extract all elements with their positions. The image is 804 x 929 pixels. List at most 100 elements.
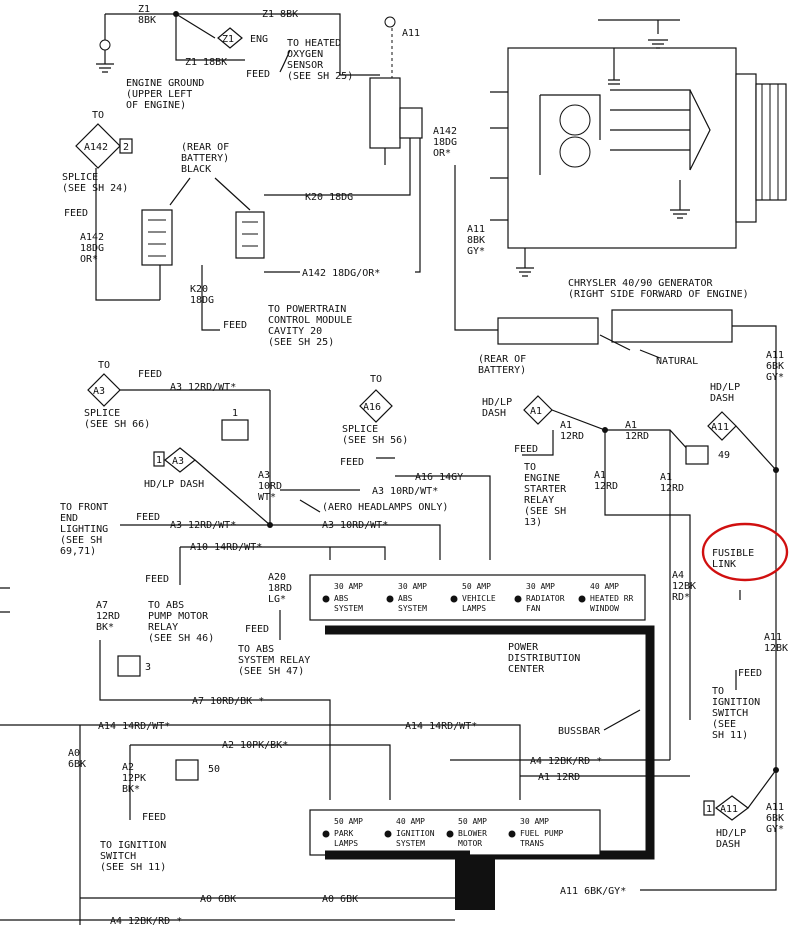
fuse-amp-label: 30 AMP bbox=[520, 817, 549, 826]
hdlp-dash-label: HD/LP DASH bbox=[144, 479, 204, 490]
a16-diamond-icon bbox=[359, 389, 393, 423]
z1-diamond-icon bbox=[217, 27, 243, 49]
fuse-terminal-icon bbox=[578, 595, 586, 603]
ground-stud-icon bbox=[99, 39, 111, 51]
a142-diamond-label: A142 bbox=[84, 142, 108, 153]
fusible-link-highlight-icon bbox=[701, 522, 789, 582]
connector-50-icon bbox=[175, 759, 199, 781]
aero-headlamps-label: (AERO HEADLAMPS ONLY) bbox=[322, 502, 448, 513]
hdlp-a3-pin-label: 1 bbox=[156, 455, 162, 466]
fuse-amp-label: 30 AMP bbox=[398, 582, 427, 591]
a3-12rd-wt-label: A3 12RD/WT* bbox=[170, 382, 236, 393]
connector-1-icon bbox=[221, 419, 249, 441]
bottom-section: A7 10RD/BK * A14 14RD/WT* A14 14RD/WT* A… bbox=[0, 696, 690, 927]
fuse-terminal-icon bbox=[322, 595, 330, 603]
a11-top-label: A11 bbox=[402, 28, 420, 39]
connector-49-icon bbox=[685, 445, 709, 465]
fuse-amp-label: 40 AMP bbox=[590, 582, 619, 591]
fuse-amp-label: 50 AMP bbox=[458, 817, 487, 826]
a142-diamond-icon bbox=[75, 123, 121, 169]
a3-12rd-wt-2-label: A3 12RD/WT* bbox=[170, 520, 236, 531]
fuse-terminal-icon bbox=[446, 830, 454, 838]
hdlp-a11-label: A11 bbox=[720, 804, 738, 815]
eng-label: ENG bbox=[250, 34, 268, 45]
connector-50-label: 50 bbox=[208, 764, 220, 775]
a4-12bk-rd-label: A4 12BK/RD * bbox=[530, 756, 602, 767]
natural-connector-icon bbox=[611, 309, 733, 343]
generator-label: CHRYSLER 40/90 GENERATOR(RIGHT SIDE FORW… bbox=[568, 278, 749, 300]
a11-6bk-gy-bottom-label: A11 6BK/GY* bbox=[560, 886, 626, 897]
connector-3-icon bbox=[117, 655, 141, 677]
generator-housing-icon bbox=[507, 47, 737, 249]
a11-diamond-icon bbox=[707, 411, 737, 441]
hdlp-a3-diamond-icon bbox=[164, 447, 196, 473]
generator-pulley-icon bbox=[755, 83, 787, 201]
feed-front-end-label: FEED bbox=[136, 512, 160, 523]
middle-left-section: TO A3 FEED A3 12RD/WT* SPLICE(SEE SH 66)… bbox=[0, 360, 491, 800]
feed-a142-label: FEED bbox=[64, 208, 88, 219]
feed-a16-label: FEED bbox=[340, 457, 364, 468]
fuse-terminal-icon bbox=[450, 595, 458, 603]
battery-connector-a-icon bbox=[141, 209, 173, 266]
fuse-terminal-icon bbox=[386, 595, 394, 603]
a1-12rd-bottom-label: A1 12RD bbox=[538, 772, 580, 783]
feed-ignition-right-label: FEED bbox=[738, 668, 762, 679]
pdc-ground-block bbox=[455, 855, 495, 910]
fuse-amp-label: 40 AMP bbox=[396, 817, 425, 826]
to-a142-label: TO bbox=[92, 110, 104, 121]
battery-connector-b-icon bbox=[235, 211, 265, 259]
a14-left-label: A14 14RD/WT* bbox=[98, 721, 170, 732]
a16-diamond-label: A16 bbox=[363, 402, 381, 413]
feed-starter-label: FEED bbox=[514, 444, 538, 455]
to-a3-label: TO bbox=[98, 360, 110, 371]
fuse-terminal-icon bbox=[514, 595, 522, 603]
relay-housing-icon bbox=[369, 77, 401, 149]
battery-cable-terminal-icon bbox=[497, 317, 599, 345]
k20-18dg-label: K20 18DG bbox=[305, 192, 353, 203]
splice-sh24-label: SPLICE(SEE SH 24) bbox=[62, 172, 128, 194]
connector-49-label: 49 bbox=[718, 450, 730, 461]
bussbar-label: BUSSBAR bbox=[558, 726, 601, 737]
feed-ignition-bottom-label: FEED bbox=[142, 812, 166, 823]
a0-6bk-a-label: A0 6BK bbox=[200, 894, 236, 905]
to-a16-label: TO bbox=[370, 374, 382, 385]
fuse-terminal-icon bbox=[384, 830, 392, 838]
pdc-top-fuse-block bbox=[309, 574, 646, 621]
splice-sh56-label: SPLICE(SEE SH 56) bbox=[342, 424, 408, 446]
fuse-amp-label: 30 AMP bbox=[334, 582, 363, 591]
fuse-terminal-icon bbox=[508, 830, 516, 838]
feed-pcm-label: FEED bbox=[223, 320, 247, 331]
a10-label: A10 14RD/WT* bbox=[190, 542, 262, 553]
a3-10rd-wt-horiz-label: A3 10RD/WT* bbox=[372, 486, 438, 497]
